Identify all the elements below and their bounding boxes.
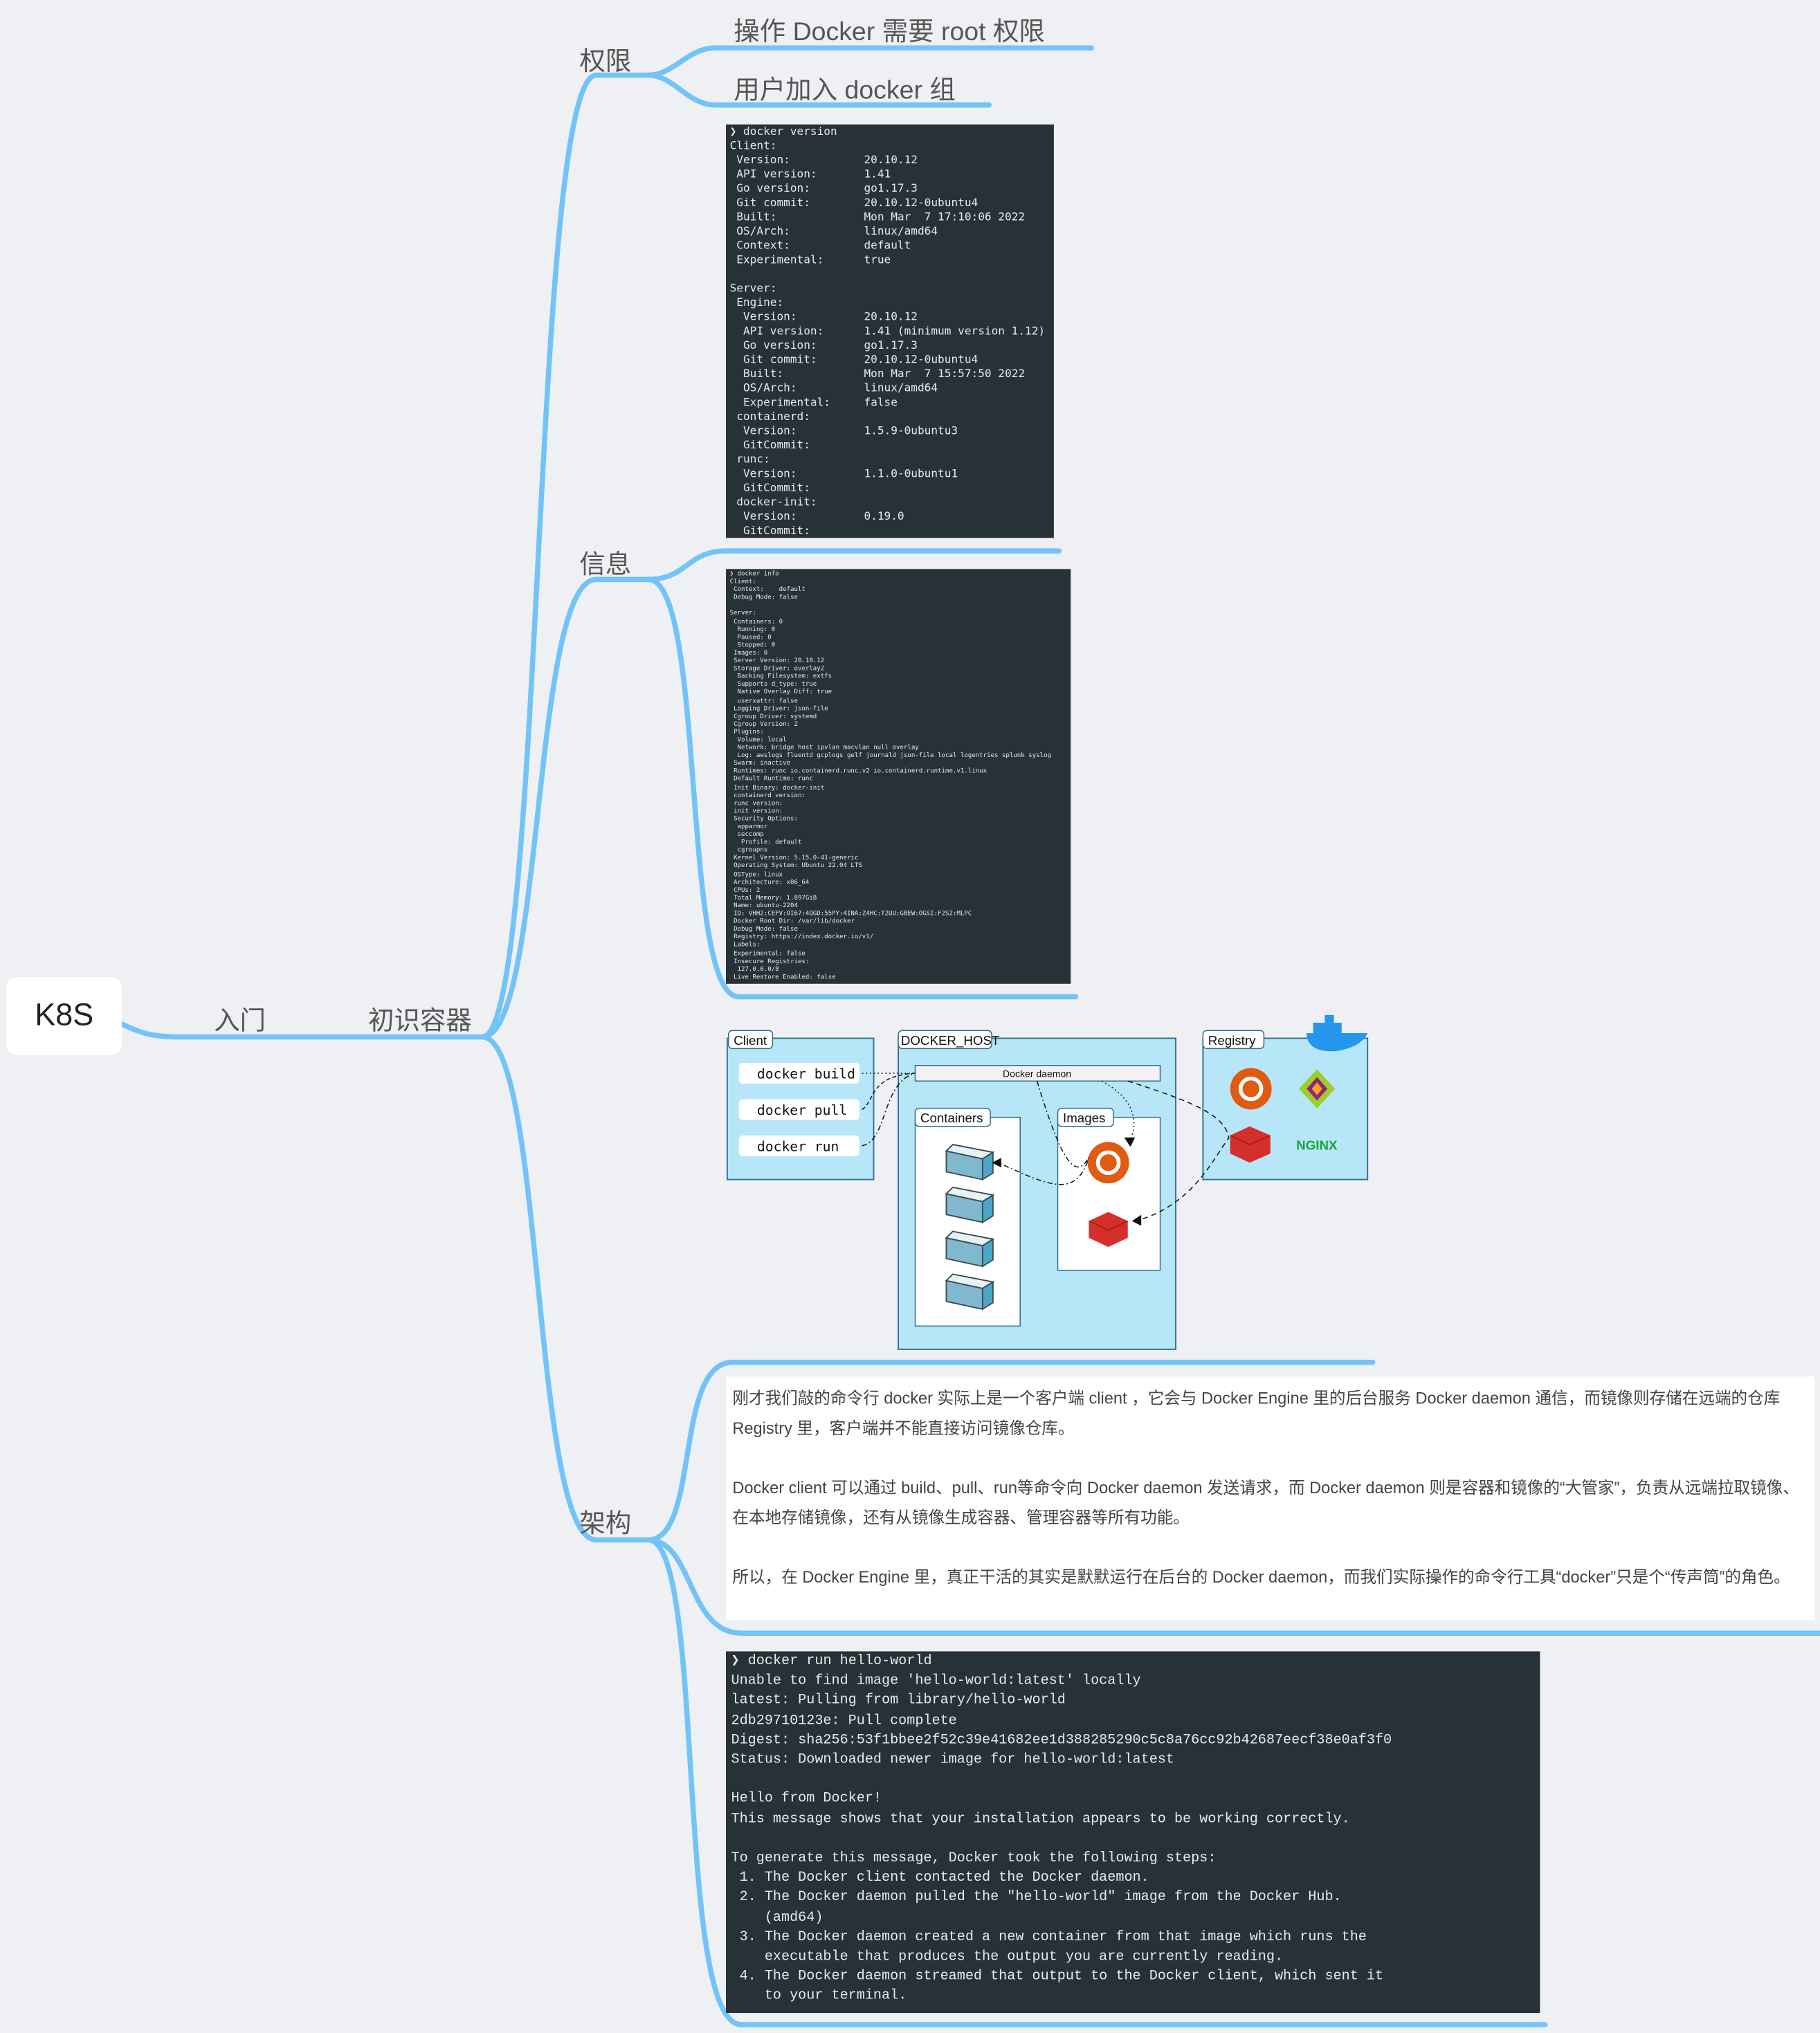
cmd-pull-pill <box>738 1099 859 1120</box>
client-box: Client docker build docker pull docker r… <box>726 1030 875 1180</box>
container-icon <box>945 1230 995 1268</box>
connector-info <box>480 576 651 1040</box>
client-title: Client <box>734 1033 767 1048</box>
images-title: Images <box>1063 1111 1105 1125</box>
docker-info-terminal: ❯ docker info Client: Context: default D… <box>725 569 1071 984</box>
root-node[interactable]: K8S <box>6 977 122 1055</box>
docker-version-terminal: ❯ docker version Client: Version: 20.10.… <box>725 124 1054 538</box>
registry-title: Registry <box>1208 1033 1256 1048</box>
container-icon <box>945 1273 995 1311</box>
node-permission[interactable]: 权限 <box>579 48 632 77</box>
cmd-pull: docker pull <box>757 1102 847 1118</box>
docker-host-box: DOCKER_HOST Docker daemon Containers Ima… <box>898 1030 1176 1350</box>
leaf-root-permission[interactable]: 操作 Docker 需要 root 权限 <box>734 18 1045 47</box>
containers-title: Containers <box>920 1111 983 1125</box>
container-icon <box>945 1186 995 1224</box>
connector-architecture <box>480 1034 651 1543</box>
node-intro[interactable]: 入门 <box>214 1007 266 1036</box>
cmd-run: docker run <box>757 1138 839 1154</box>
connector-permission-leaf-2 <box>645 72 992 108</box>
connector-info-leaf-2 <box>645 576 1079 1000</box>
cmd-build: docker build <box>757 1066 855 1082</box>
explanation-paragraph: 所以，在 Docker Engine 里，真正干活的其实是默默运行在后台的 Do… <box>732 1568 1790 1587</box>
node-info[interactable]: 信息 <box>579 551 632 580</box>
leaf-docker-group[interactable]: 用户加入 docker 组 <box>734 76 956 105</box>
connector-arch-leaf-2 <box>645 1537 1820 1636</box>
daemon-label: Docker daemon <box>1003 1068 1071 1079</box>
connector-root <box>119 1021 489 1040</box>
architecture-explanation: 刚才我们敲的命令行 docker 实际上是一个客户端 client ，它会与 D… <box>725 1376 1815 1621</box>
connector-permission <box>480 72 651 1040</box>
container-icons <box>945 1144 995 1311</box>
node-architecture[interactable]: 架构 <box>579 1510 632 1539</box>
connector-arch-leaf-1 <box>645 1359 1376 1543</box>
explanation-paragraph: Docker client 可以通过 build、pull、run等命令向 Do… <box>732 1479 1799 1527</box>
host-title: DOCKER_HOST <box>901 1033 1000 1048</box>
hello-world-terminal: ❯ docker run hello-world Unable to find … <box>725 1651 1540 2014</box>
flow-arrows <box>862 1073 1230 1226</box>
connector-info-leaf-1 <box>645 548 1062 583</box>
docker-whale-icon <box>1307 1014 1368 1052</box>
docker-architecture-diagram: Client docker build docker pull docker r… <box>726 1014 1369 1350</box>
container-icon <box>945 1144 995 1181</box>
explanation-paragraph: 刚才我们敲的命令行 docker 实际上是一个客户端 client ，它会与 D… <box>732 1389 1781 1438</box>
node-first-look-containers[interactable]: 初识容器 <box>367 1007 472 1036</box>
cmd-build-pill <box>738 1063 859 1084</box>
redis-registry-icon <box>1230 1126 1271 1163</box>
cmd-run-pill <box>738 1135 859 1156</box>
root-label: K8S <box>35 998 94 1033</box>
connector-arch-leaf-3 <box>645 1537 1548 2027</box>
registry-box: Registry NGINX <box>1202 1014 1369 1180</box>
nginx-logo: NGINX <box>1296 1138 1338 1153</box>
ubuntu-image-icon <box>1087 1142 1129 1184</box>
redis-image-icon <box>1089 1212 1129 1248</box>
ubuntu-registry-icon <box>1230 1068 1272 1110</box>
